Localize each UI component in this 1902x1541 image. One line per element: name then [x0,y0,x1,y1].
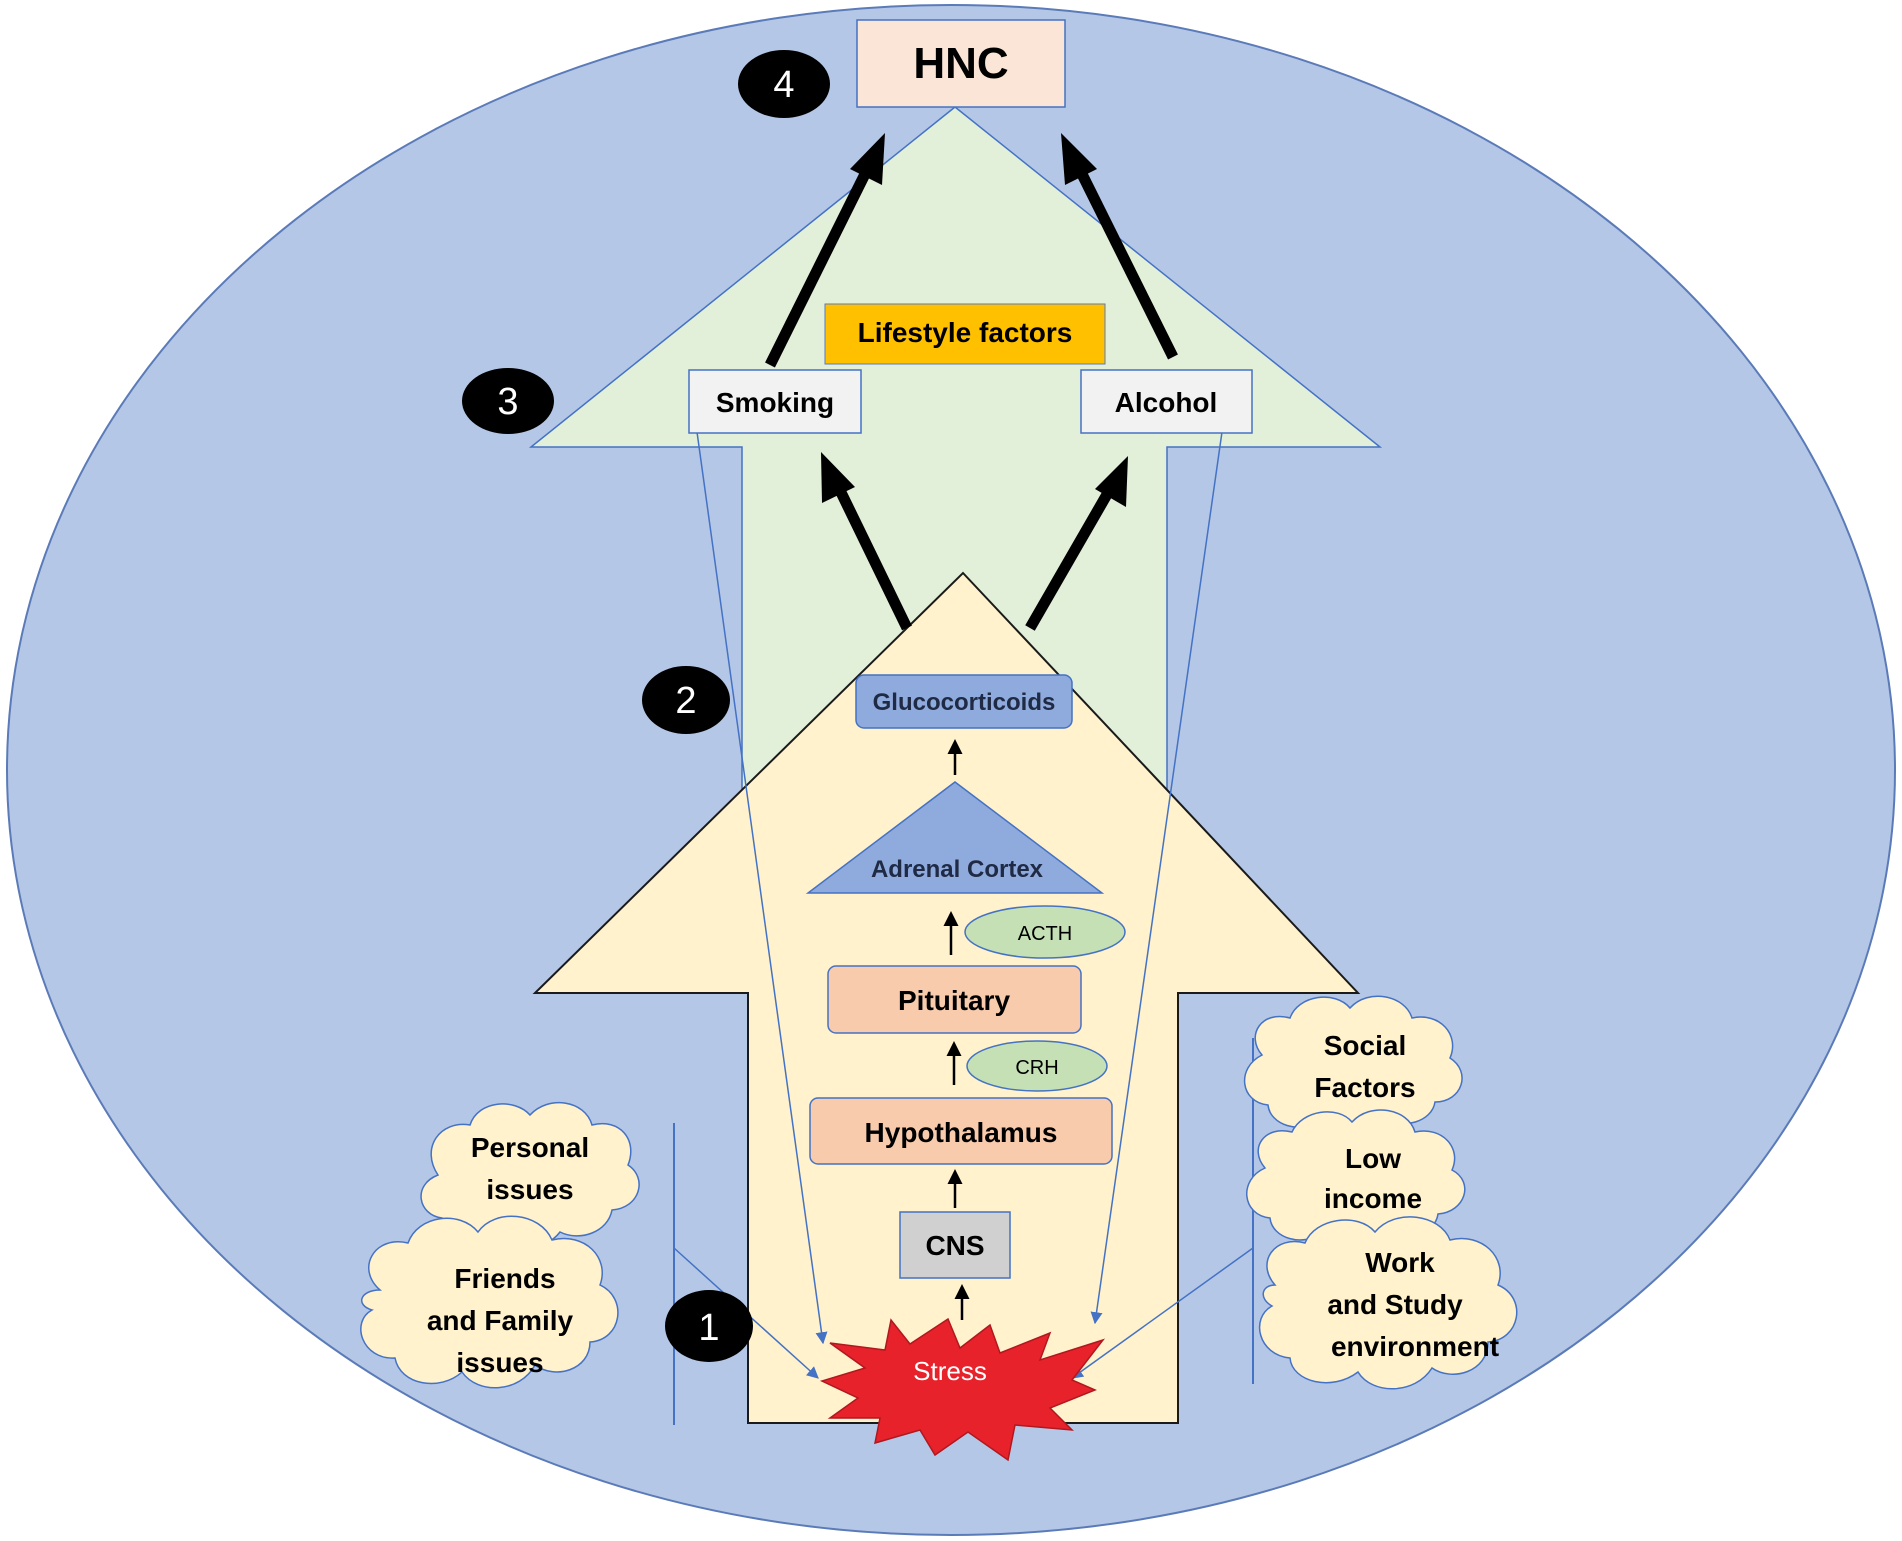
step-number-2: 2 [675,680,696,722]
connector-smoking-to-stress [696,431,828,1345]
connector-alcohol-to-stress [1090,431,1223,1325]
social-factors-line2: Factors [1314,1072,1415,1103]
arrow-glucocorticoids-to-alcohol [1025,456,1128,631]
adrenal-cortex-label: Adrenal Cortex [871,856,1044,883]
hypothalamus-label: Hypothalamus [865,1117,1058,1148]
step-number-3: 3 [497,381,518,423]
stress-burst [819,1317,1106,1462]
friends-family-line1: Friends [454,1263,555,1294]
crh-label: CRH [1015,1057,1058,1079]
work-study-line1: Work [1365,1247,1435,1278]
glucocorticoids-box [855,674,1073,729]
step-badge-4: 4 [738,50,830,118]
alcohol-box [1080,369,1253,434]
lifestyle-factors-box [824,303,1106,365]
low-income-line1: Low [1345,1143,1401,1174]
low-income-line2: income [1324,1183,1422,1214]
cns-box [899,1211,1011,1279]
glucocorticoids-label: Glucocorticoids [873,689,1056,716]
step-badge-1: 1 [665,1290,753,1362]
hnc-box [856,19,1066,108]
stress-label: Stress [913,1356,987,1386]
cloud-work-study-environment: Work and Study environment [1258,1216,1518,1390]
cloud-friends-family-issues: Friends and Family issues [360,1215,619,1389]
step-badge-2: 2 [642,666,730,734]
step-number-4: 4 [773,64,794,106]
step-badge-3: 3 [462,368,554,434]
arrow-smoking-to-hnc [765,133,885,368]
friends-family-line2: and Family [427,1305,574,1336]
friends-family-line3: issues [456,1347,543,1378]
smoking-box [688,369,862,434]
smoking-label: Smoking [716,387,834,418]
lifestyle-factors-label: Lifestyle factors [858,317,1073,348]
cloud-low-income: Low income [1246,1109,1466,1246]
hypothalamus-box [809,1097,1113,1165]
acth-ellipse [964,905,1126,959]
hnc-label: HNC [913,39,1008,88]
alcohol-label: Alcohol [1115,387,1218,418]
connector-right-factors-to-stress [1071,1247,1254,1379]
crh-ellipse [966,1040,1108,1092]
cloud-social-factors: Social Factors [1244,995,1463,1134]
step-number-1: 1 [698,1307,719,1349]
adrenal-cortex-triangle [805,781,1105,894]
work-study-line2: and Study [1327,1289,1463,1320]
acth-label: ACTH [1018,923,1072,945]
cns-label: CNS [925,1230,984,1261]
personal-issues-line2: issues [486,1174,573,1205]
pituitary-label: Pituitary [898,985,1010,1016]
work-study-line3: environment [1331,1331,1499,1362]
arrow-alcohol-to-hnc [1061,133,1178,360]
arrow-glucocorticoids-to-smoking [821,452,912,631]
cloud-personal-issues: Personal issues [420,1101,640,1249]
social-factors-line1: Social [1324,1030,1406,1061]
personal-issues-line1: Personal [471,1132,589,1163]
pituitary-box [827,965,1082,1034]
